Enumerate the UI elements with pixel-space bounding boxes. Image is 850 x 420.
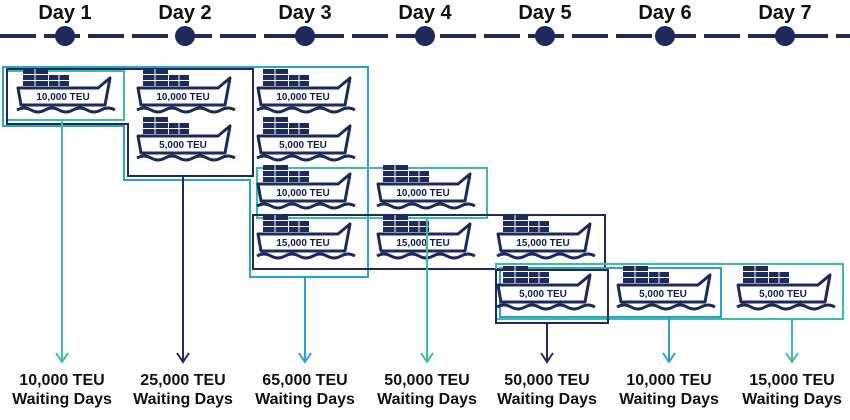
total-value: 65,000 TEU <box>262 372 348 389</box>
day-label: Day 6 <box>638 2 692 24</box>
total-caption: Waiting Days <box>742 391 842 408</box>
ship-group-outline <box>256 167 488 219</box>
ship-teu-label: 10,000 TEU <box>396 188 449 199</box>
day-label: Day 1 <box>38 2 92 24</box>
ship-teu-label: 10,000 TEU <box>276 188 329 199</box>
arrow-down-icon <box>662 352 676 364</box>
ship-teu-label: 15,000 TEU <box>516 238 569 249</box>
arrow-down-icon <box>176 352 190 364</box>
timeline-dot <box>55 26 75 46</box>
arrow-down-icon <box>785 352 799 364</box>
timeline-dot <box>775 26 795 46</box>
total-caption: Waiting Days <box>133 391 233 408</box>
ship-teu-label: 5,000 TEU <box>159 140 207 151</box>
ship-teu-label: 10,000 TEU <box>36 92 89 103</box>
timeline-dot <box>175 26 195 46</box>
arrow-down-icon <box>540 352 554 364</box>
waiting-total: 10,000 TEU Waiting Days <box>609 371 729 409</box>
waiting-total: 25,000 TEU Waiting Days <box>123 371 243 409</box>
day-label: Day 2 <box>158 2 212 24</box>
ship-teu-label: 5,000 TEU <box>279 140 327 151</box>
arrow-down-icon <box>298 352 312 364</box>
container-ship-icon: 10,000 TEU <box>255 163 357 210</box>
total-caption: Waiting Days <box>12 391 112 408</box>
day-label: Day 4 <box>398 2 452 24</box>
timeline-dot <box>415 26 435 46</box>
total-value: 15,000 TEU <box>749 372 835 389</box>
ship-teu-label: 10,000 TEU <box>156 92 209 103</box>
day-label: Day 5 <box>518 2 572 24</box>
ship-group-outline <box>495 269 609 324</box>
ship-teu-label: 5,000 TEU <box>639 289 687 300</box>
ship-group-outline <box>2 66 369 278</box>
timeline-dot <box>535 26 555 46</box>
ship-group-outline <box>252 214 606 270</box>
container-ship-icon: 5,000 TEU <box>135 115 237 162</box>
container-ship-icon: 15,000 TEU <box>495 213 597 260</box>
arrow-down-icon <box>420 352 434 364</box>
waiting-total: 15,000 TEU Waiting Days <box>732 371 850 409</box>
ship-group-outline <box>6 68 254 177</box>
day-label: Day 7 <box>758 2 812 24</box>
total-value: 50,000 TEU <box>384 372 470 389</box>
total-caption: Waiting Days <box>255 391 355 408</box>
total-value: 50,000 TEU <box>504 372 590 389</box>
ship-teu-label: 10,000 TEU <box>276 92 329 103</box>
total-caption: Waiting Days <box>377 391 477 408</box>
arrow-down-icon <box>55 352 69 364</box>
timeline-dot <box>295 26 315 46</box>
container-ship-icon: 5,000 TEU <box>615 264 717 311</box>
waiting-total: 10,000 TEU Waiting Days <box>2 371 122 409</box>
waiting-total: 50,000 TEU Waiting Days <box>487 371 607 409</box>
ship-teu-label: 5,000 TEU <box>519 289 567 300</box>
total-value: 10,000 TEU <box>19 372 105 389</box>
container-ship-icon: 5,000 TEU <box>255 115 357 162</box>
total-caption: Waiting Days <box>497 391 597 408</box>
timeline <box>0 26 850 46</box>
ship-teu-label: 15,000 TEU <box>396 238 449 249</box>
container-ship-icon: 15,000 TEU <box>255 213 357 260</box>
container-ship-icon: 5,000 TEU <box>495 264 597 311</box>
waiting-total: 50,000 TEU Waiting Days <box>367 371 487 409</box>
total-value: 10,000 TEU <box>626 372 712 389</box>
waiting-total: 65,000 TEU Waiting Days <box>245 371 365 409</box>
container-ship-icon: 10,000 TEU <box>375 163 477 210</box>
container-ship-icon: 10,000 TEU <box>135 67 237 114</box>
total-caption: Waiting Days <box>619 391 719 408</box>
timeline-dot <box>655 26 675 46</box>
container-ship-icon: 10,000 TEU <box>255 67 357 114</box>
container-ship-icon: 5,000 TEU <box>735 264 837 311</box>
container-ship-icon: 15,000 TEU <box>375 213 477 260</box>
total-value: 25,000 TEU <box>140 372 226 389</box>
day-label: Day 3 <box>278 2 332 24</box>
ship-teu-label: 15,000 TEU <box>276 238 329 249</box>
container-ship-icon: 10,000 TEU <box>15 67 117 114</box>
ship-teu-label: 5,000 TEU <box>759 289 807 300</box>
